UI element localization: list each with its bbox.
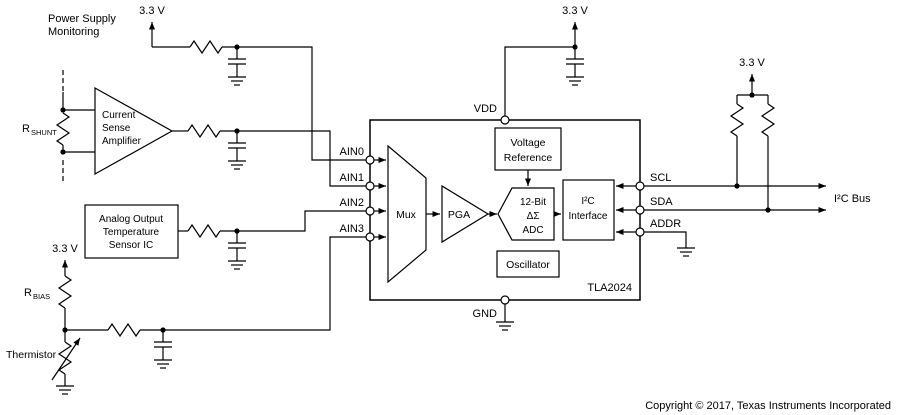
pin-label-ain1: AIN1 bbox=[340, 172, 364, 184]
part-number-label: TLA2024 bbox=[587, 282, 632, 294]
supply-3v3-label-top-left: 3.3 V bbox=[139, 5, 165, 17]
capacitor-to-ground-icon bbox=[227, 130, 247, 170]
shunt-resistor-icon bbox=[56, 112, 70, 146]
pga-label: PGA bbox=[448, 209, 470, 221]
i2c-label-line2: Interface bbox=[569, 211, 608, 222]
vref-label-line2: Reference bbox=[504, 152, 553, 164]
rbias-subscript: BIAS bbox=[33, 292, 50, 301]
i2c-bus-section: I²C Bus 3.3 V bbox=[644, 57, 871, 213]
temp-sensor-label-line1: Analog Output bbox=[99, 214, 163, 225]
i2c-bus-label: I²C Bus bbox=[834, 193, 871, 205]
power-supply-monitoring-label-line1: Power Supply bbox=[48, 13, 116, 25]
wire-to-ain1 bbox=[220, 130, 366, 187]
pin-vdd bbox=[500, 115, 510, 125]
scl-pullup-resistor-icon bbox=[730, 103, 744, 137]
temp-sensor-label-line3: Sensor IC bbox=[109, 240, 153, 251]
rshunt-label: R bbox=[22, 123, 30, 135]
pin-label-ain2: AIN2 bbox=[340, 197, 364, 209]
temp-sensor-label-line2: Temperature bbox=[103, 227, 160, 238]
rshunt-subscript: SHUNT bbox=[31, 128, 57, 137]
wire-to-ain0 bbox=[222, 46, 366, 161]
supply-3v3-label-top-center: 3.3 V bbox=[562, 5, 588, 17]
pin-sda bbox=[635, 205, 645, 215]
adc-label-line1: 12-Bit bbox=[520, 197, 546, 208]
resistor-icon bbox=[187, 224, 221, 238]
pin-label-addr: ADDR bbox=[650, 218, 681, 230]
pin-ain1 bbox=[365, 181, 375, 191]
wire-vdd bbox=[504, 46, 575, 116]
pin-ain3 bbox=[365, 232, 375, 242]
supply-3v3-label-right: 3.3 V bbox=[739, 57, 765, 69]
gnd-section bbox=[495, 304, 515, 331]
pin-scl bbox=[635, 181, 645, 191]
capacitor-to-ground-icon bbox=[227, 46, 247, 86]
capacitor-to-ground-icon bbox=[227, 230, 247, 270]
power-supply-monitoring-label-line2: Monitoring bbox=[48, 26, 99, 38]
temperature-sensor-section: Analog Output Temperature Sensor IC bbox=[84, 204, 366, 270]
addr-section bbox=[644, 231, 696, 257]
mux-block bbox=[387, 144, 427, 284]
oscillator-block bbox=[496, 250, 560, 278]
pga-block bbox=[441, 184, 490, 244]
vdd-supply-section: 3.3 V VDD bbox=[474, 5, 589, 116]
wire-to-ain3 bbox=[140, 236, 366, 331]
csa-label-line2: Sense bbox=[102, 123, 131, 134]
voltage-reference-block bbox=[494, 127, 562, 171]
tla2024-ic: Mux PGA 12-Bit ΔΣ ADC Voltage Reference … bbox=[340, 115, 681, 320]
pin-addr bbox=[635, 227, 645, 237]
junction-dot bbox=[765, 207, 771, 213]
capacitor-to-ground-icon bbox=[565, 46, 585, 86]
i2c-interface-block bbox=[562, 179, 615, 241]
ground-icon bbox=[676, 247, 696, 257]
oscillator-label: Oscillator bbox=[506, 259, 550, 271]
pin-gnd bbox=[500, 295, 510, 305]
vref-label-line1: Voltage bbox=[510, 137, 545, 149]
ground-icon bbox=[495, 321, 515, 331]
amplifier-triangle-icon bbox=[94, 86, 174, 176]
resistor-icon bbox=[187, 124, 221, 138]
pin-ain2 bbox=[365, 206, 375, 216]
pin-label-ain3: AIN3 bbox=[340, 223, 364, 235]
pin-label-ain0: AIN0 bbox=[340, 146, 364, 158]
rbias-label: R bbox=[24, 287, 32, 299]
capacitor-to-ground-icon bbox=[153, 329, 173, 369]
copyright-text: Copyright © 2017, Texas Instruments Inco… bbox=[645, 400, 891, 412]
thermistor-resistor-icon bbox=[58, 341, 72, 375]
adc-label-line2: ΔΣ bbox=[527, 211, 540, 222]
junction-dot bbox=[734, 183, 740, 189]
temp-sensor-box bbox=[84, 204, 179, 259]
pin-ain0 bbox=[365, 155, 375, 165]
thermistor-arrow-icon bbox=[51, 337, 81, 381]
pin-label-vdd: VDD bbox=[474, 103, 497, 115]
power-supply-monitoring-section: Power Supply Monitoring 3.3 V bbox=[48, 5, 366, 161]
csa-label-line3: Amplifier bbox=[102, 136, 142, 147]
adc-label-line3: ADC bbox=[522, 225, 543, 236]
current-sense-amplifier-section: R SHUNT Current Sense Amplifier bbox=[22, 70, 366, 187]
pin-label-scl: SCL bbox=[650, 172, 671, 184]
mux-label: Mux bbox=[396, 209, 417, 221]
wire-to-ain2 bbox=[220, 210, 366, 232]
thermistor-bias-section: 3.3 V R BIAS Thermistor bbox=[6, 236, 366, 395]
ground-icon bbox=[55, 385, 75, 395]
pin-label-sda: SDA bbox=[650, 196, 673, 208]
bias-resistor-icon bbox=[58, 275, 72, 309]
resistor-icon bbox=[107, 323, 141, 337]
resistor-icon bbox=[189, 40, 223, 54]
wire-addr bbox=[644, 231, 687, 248]
sda-pullup-resistor-icon bbox=[761, 103, 775, 137]
i2c-label-line1: I²C bbox=[581, 196, 594, 207]
csa-label-line1: Current bbox=[102, 110, 136, 121]
supply-3v3-label-bottom-left: 3.3 V bbox=[52, 243, 78, 255]
thermistor-label: Thermistor bbox=[6, 349, 57, 361]
junction-dot bbox=[749, 92, 755, 98]
pin-label-gnd: GND bbox=[473, 308, 498, 320]
